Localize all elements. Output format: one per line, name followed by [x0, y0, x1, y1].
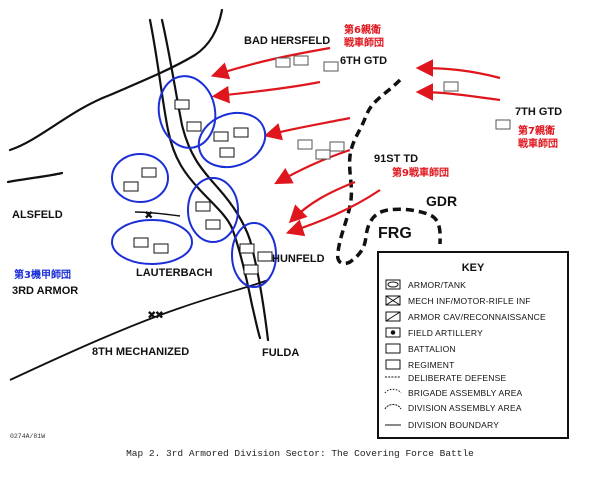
jp-6th-line2: 戦車師団	[344, 36, 384, 49]
unit-symbol	[123, 181, 139, 192]
boundary-mark: ✕✕	[148, 310, 163, 320]
boundary-mark-2: ✕	[145, 210, 153, 220]
jp-6th-line1: 第6親衛	[344, 23, 381, 36]
key-sym-cav-slash	[385, 311, 401, 322]
place-names: BAD HERSFELD ALSFELD LAUTERBACH HUNFELD …	[12, 35, 457, 359]
arrow-7gtd-1	[415, 59, 501, 80]
arrow-91td-2	[274, 148, 351, 185]
label-6th-gtd: 6TH GTD	[340, 55, 387, 67]
key-sym-armor-inner	[387, 281, 399, 288]
key-item-division-assembly: DIVISION ASSEMBLY AREA	[408, 403, 522, 413]
unit-symbol	[186, 121, 202, 132]
label-hunfeld: HUNFELD	[272, 253, 325, 265]
label-7th-gtd: 7TH GTD	[515, 106, 562, 118]
key-labels: ARMOR/TANK MECH INF/MOTOR-RIFLE INF ARMO…	[408, 280, 546, 430]
unit-symbol	[293, 55, 309, 66]
map-caption: Map 2. 3rd Armored Division Sector: The …	[126, 448, 474, 459]
inner-german-border	[335, 78, 442, 266]
blue-assembly-areas	[111, 75, 277, 288]
key-symbols	[384, 279, 402, 426]
enemy-attack-arrows	[210, 46, 501, 237]
key-box	[377, 251, 569, 439]
jp-9th-td: 第9戦車師団	[392, 166, 449, 179]
key-item-brigade-assembly: BRIGADE ASSEMBLY AREA	[408, 388, 523, 398]
unit-symbol	[323, 61, 339, 72]
autobahn-road	[9, 279, 269, 381]
unit-symbol	[219, 147, 235, 158]
label-gdr: GDR	[426, 193, 457, 209]
unit-names: 6TH GTD 7TH GTD 91ST TD 3RD ARMOR 8TH ME…	[12, 55, 562, 358]
unit-symbol	[495, 119, 511, 130]
friendly-unit-symbols	[123, 99, 273, 275]
unit-symbol	[213, 131, 229, 142]
label-8th-mechanized: 8TH MECHANIZED	[92, 346, 189, 358]
arrow-91td-3	[288, 180, 356, 224]
arrow-91td-1	[263, 116, 351, 141]
key-sym-battalion	[385, 343, 401, 354]
river-center-west	[148, 18, 234, 230]
assembly-area-center	[187, 177, 239, 243]
label-3rd-armor: 3RD ARMOR	[12, 285, 78, 297]
key-item-deliberate-defense: DELIBERATE DEFENSE	[408, 373, 507, 383]
unit-symbol	[257, 251, 273, 262]
river-upper-left	[8, 8, 224, 152]
unit-symbol	[195, 201, 211, 212]
key-sym-artillery-dot	[390, 330, 396, 335]
map-code: 0274A/81W	[10, 433, 45, 440]
unit-symbol	[205, 219, 221, 230]
key-sym-division	[384, 404, 402, 410]
unit-symbol	[233, 127, 249, 138]
label-fulda: FULDA	[262, 347, 299, 359]
river-west-short	[6, 171, 64, 184]
arrow-7gtd-2	[415, 83, 501, 102]
arrow-6gtd-2	[211, 80, 321, 104]
unit-symbol	[141, 167, 157, 178]
japanese-annotations: 第6親衛 戦車師団 第7親衛 戦車師団 第9戦車師団 第3機甲師団	[14, 23, 558, 281]
arrow-6gtd-1	[210, 46, 331, 80]
map-key: KEY ARMOR/TANK MECH INF/MOTOR-RIFLE INF …	[377, 251, 569, 439]
unit-symbol	[315, 149, 331, 160]
unit-symbol	[297, 139, 313, 150]
key-item-division-boundary: DIVISION BOUNDARY	[408, 420, 499, 430]
label-bad-hersfeld: BAD HERSFELD	[244, 35, 330, 47]
key-sym-brigade	[384, 388, 402, 394]
assembly-area-north	[157, 75, 217, 149]
jp-7th-line1: 第7親衛	[518, 124, 555, 137]
rivers	[6, 8, 270, 342]
label-91st-td: 91ST TD	[374, 153, 418, 165]
unit-symbol	[243, 264, 259, 275]
jp-3rd-armor: 第3機甲師団	[14, 268, 71, 281]
unit-symbol	[174, 99, 190, 110]
assembly-area-hunfeld	[231, 222, 277, 288]
jp-7th-line2: 戦車師団	[518, 137, 558, 150]
key-item-armor-cav: ARMOR CAV/RECONNAISSANCE	[408, 312, 546, 322]
assembly-area-west	[111, 153, 169, 203]
key-sym-armor	[385, 279, 401, 290]
key-item-battalion: BATTALION	[408, 344, 456, 354]
unit-symbol	[329, 141, 345, 152]
label-lauterbach: LAUTERBACH	[136, 267, 212, 279]
unit-symbol	[443, 81, 459, 92]
unit-symbol	[153, 243, 169, 254]
key-item-regiment: REGIMENT	[408, 360, 454, 370]
unit-symbol	[133, 237, 149, 248]
key-item-armor: ARMOR/TANK	[408, 280, 466, 290]
assembly-area-southwest	[111, 219, 193, 265]
division-boundary: ✕✕ ✕	[134, 209, 181, 321]
key-sym-mech-cross	[385, 295, 401, 306]
unit-symbol	[239, 243, 255, 254]
assembly-area-northeast	[197, 111, 267, 169]
river-lower	[230, 226, 262, 340]
enemy-unit-symbols	[275, 55, 511, 160]
key-item-field-artillery: FIELD ARTILLERY	[408, 328, 483, 338]
label-frg: FRG	[378, 225, 412, 242]
label-alsfeld: ALSFELD	[12, 209, 63, 221]
key-title: KEY	[462, 262, 485, 274]
unit-symbol	[275, 57, 291, 68]
key-item-mech-inf: MECH INF/MOTOR-RIFLE INF	[408, 296, 531, 306]
key-sym-regiment	[385, 359, 401, 370]
river-center-east	[160, 18, 270, 342]
arrow-91td-4	[285, 189, 381, 237]
